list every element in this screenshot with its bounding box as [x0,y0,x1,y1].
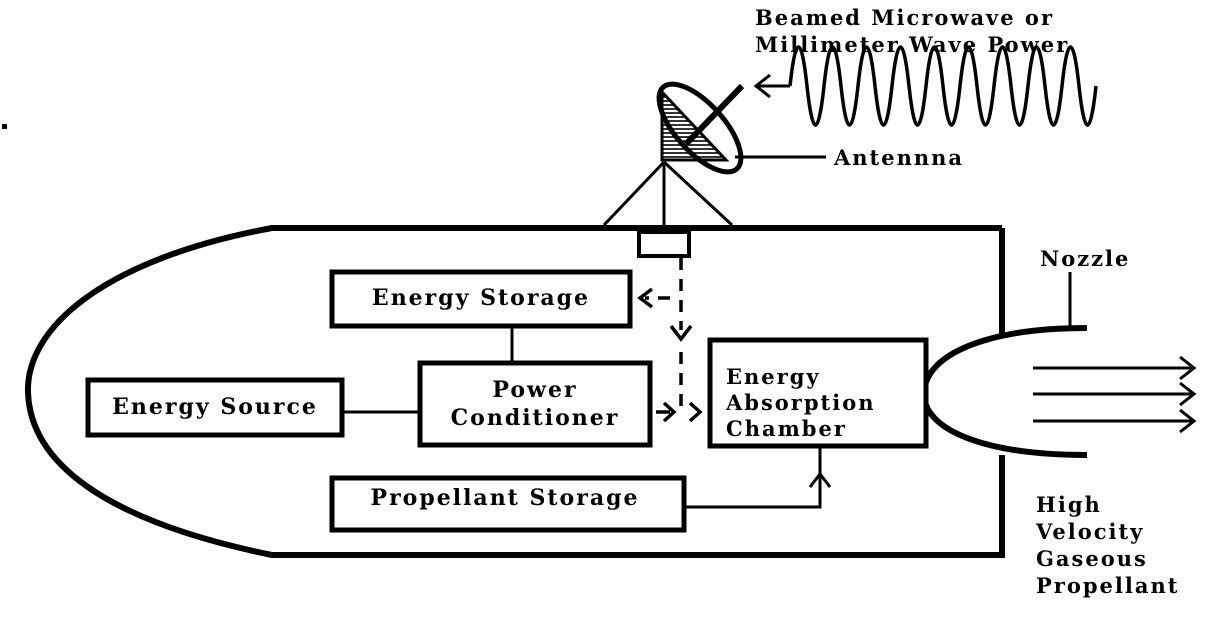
power-conditioner-box [417,360,653,448]
chamber-label-line3: Chamber [726,416,847,441]
energy-source-box [85,377,345,438]
exhaust-label-line2: Velocity [1035,519,1144,544]
propellant-storage-box [329,475,687,533]
nozzle-label: Nozzle [1040,246,1130,271]
antenna-dish [656,81,745,175]
wave-arrowhead [753,73,790,99]
antenna-label: Antennna [833,145,964,170]
exhaust-label-line1: High [1036,492,1102,517]
receiver-box [637,230,691,258]
conditioner-to-chamber-arrow [656,401,703,423]
exhaust-arrows [1033,355,1197,434]
antenna-mount [602,160,734,258]
propellant-feed-arrowhead [808,471,832,488]
energy-absorption-chamber-box [707,337,929,449]
exhaust-label-line4: Propellant [1036,573,1179,598]
beam-label-line2: Millimeter Wave Power [755,32,1069,57]
chamber-label-line2: Absorption [725,390,876,415]
propellant-storage-label: Propellant Storage [371,485,640,511]
chamber-label-line1: Energy [726,364,821,389]
dashed-energy-path [637,258,693,415]
vehicle-body [24,225,1005,558]
edge-mark [2,124,7,129]
propellant-feed-line [684,446,822,509]
nozzle [920,325,1088,458]
beam-label-line1: Beamed Microwave or [755,5,1054,30]
energy-storage-box [329,269,633,329]
energy-source-label: Energy Source [112,394,318,420]
power-conditioner-label-line2: Conditioner [451,405,620,431]
power-conditioner-label-line1: Power [492,377,577,403]
energy-storage-label: Energy Storage [372,285,590,311]
incoming-wave [788,45,1098,127]
exhaust-label-line3: Gaseous [1036,546,1148,571]
